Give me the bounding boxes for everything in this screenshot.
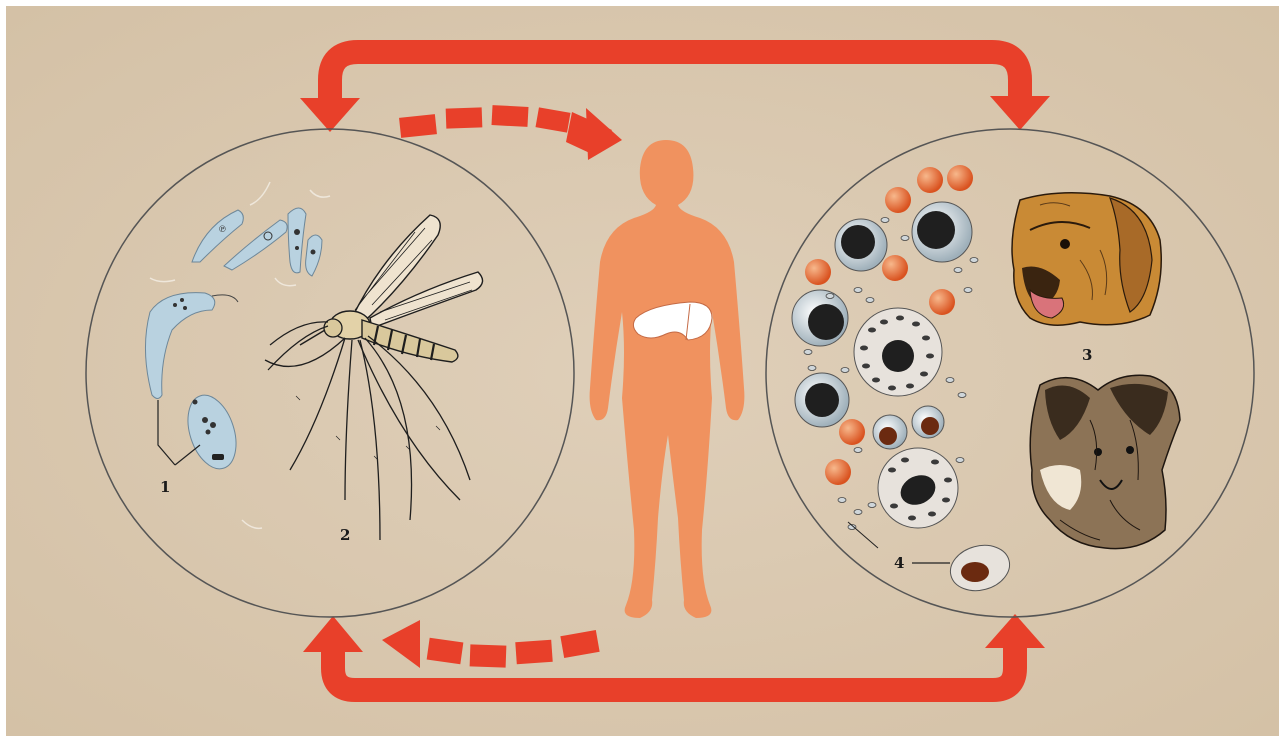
infected-macrophage-icon	[878, 448, 958, 528]
rbc-icon	[947, 165, 973, 191]
rbc-icon	[882, 255, 908, 281]
label-2: 2	[340, 526, 350, 544]
label-1: 1	[160, 478, 170, 496]
jackal-head-icon	[1030, 375, 1180, 548]
infected-macrophage-icon	[854, 308, 942, 396]
rbc-icon	[929, 289, 955, 315]
macrophage-cell-icon	[795, 373, 849, 427]
small-cell-icon	[873, 415, 907, 449]
label-4: 4	[894, 554, 904, 572]
dog-head-icon	[1012, 193, 1161, 325]
rbc-icon	[825, 459, 851, 485]
macrophage-cell-icon	[912, 202, 972, 262]
rbc-icon	[917, 167, 943, 193]
macrophage-cell-icon	[835, 219, 887, 271]
small-cell-icon	[912, 406, 944, 438]
macrophage-cell-icon	[792, 290, 848, 346]
svg-text:℗: ℗	[218, 225, 227, 235]
rbc-icon	[839, 419, 865, 445]
label-3: 3	[1082, 346, 1092, 364]
rbc-icon	[805, 259, 831, 285]
rbc-icon	[885, 187, 911, 213]
